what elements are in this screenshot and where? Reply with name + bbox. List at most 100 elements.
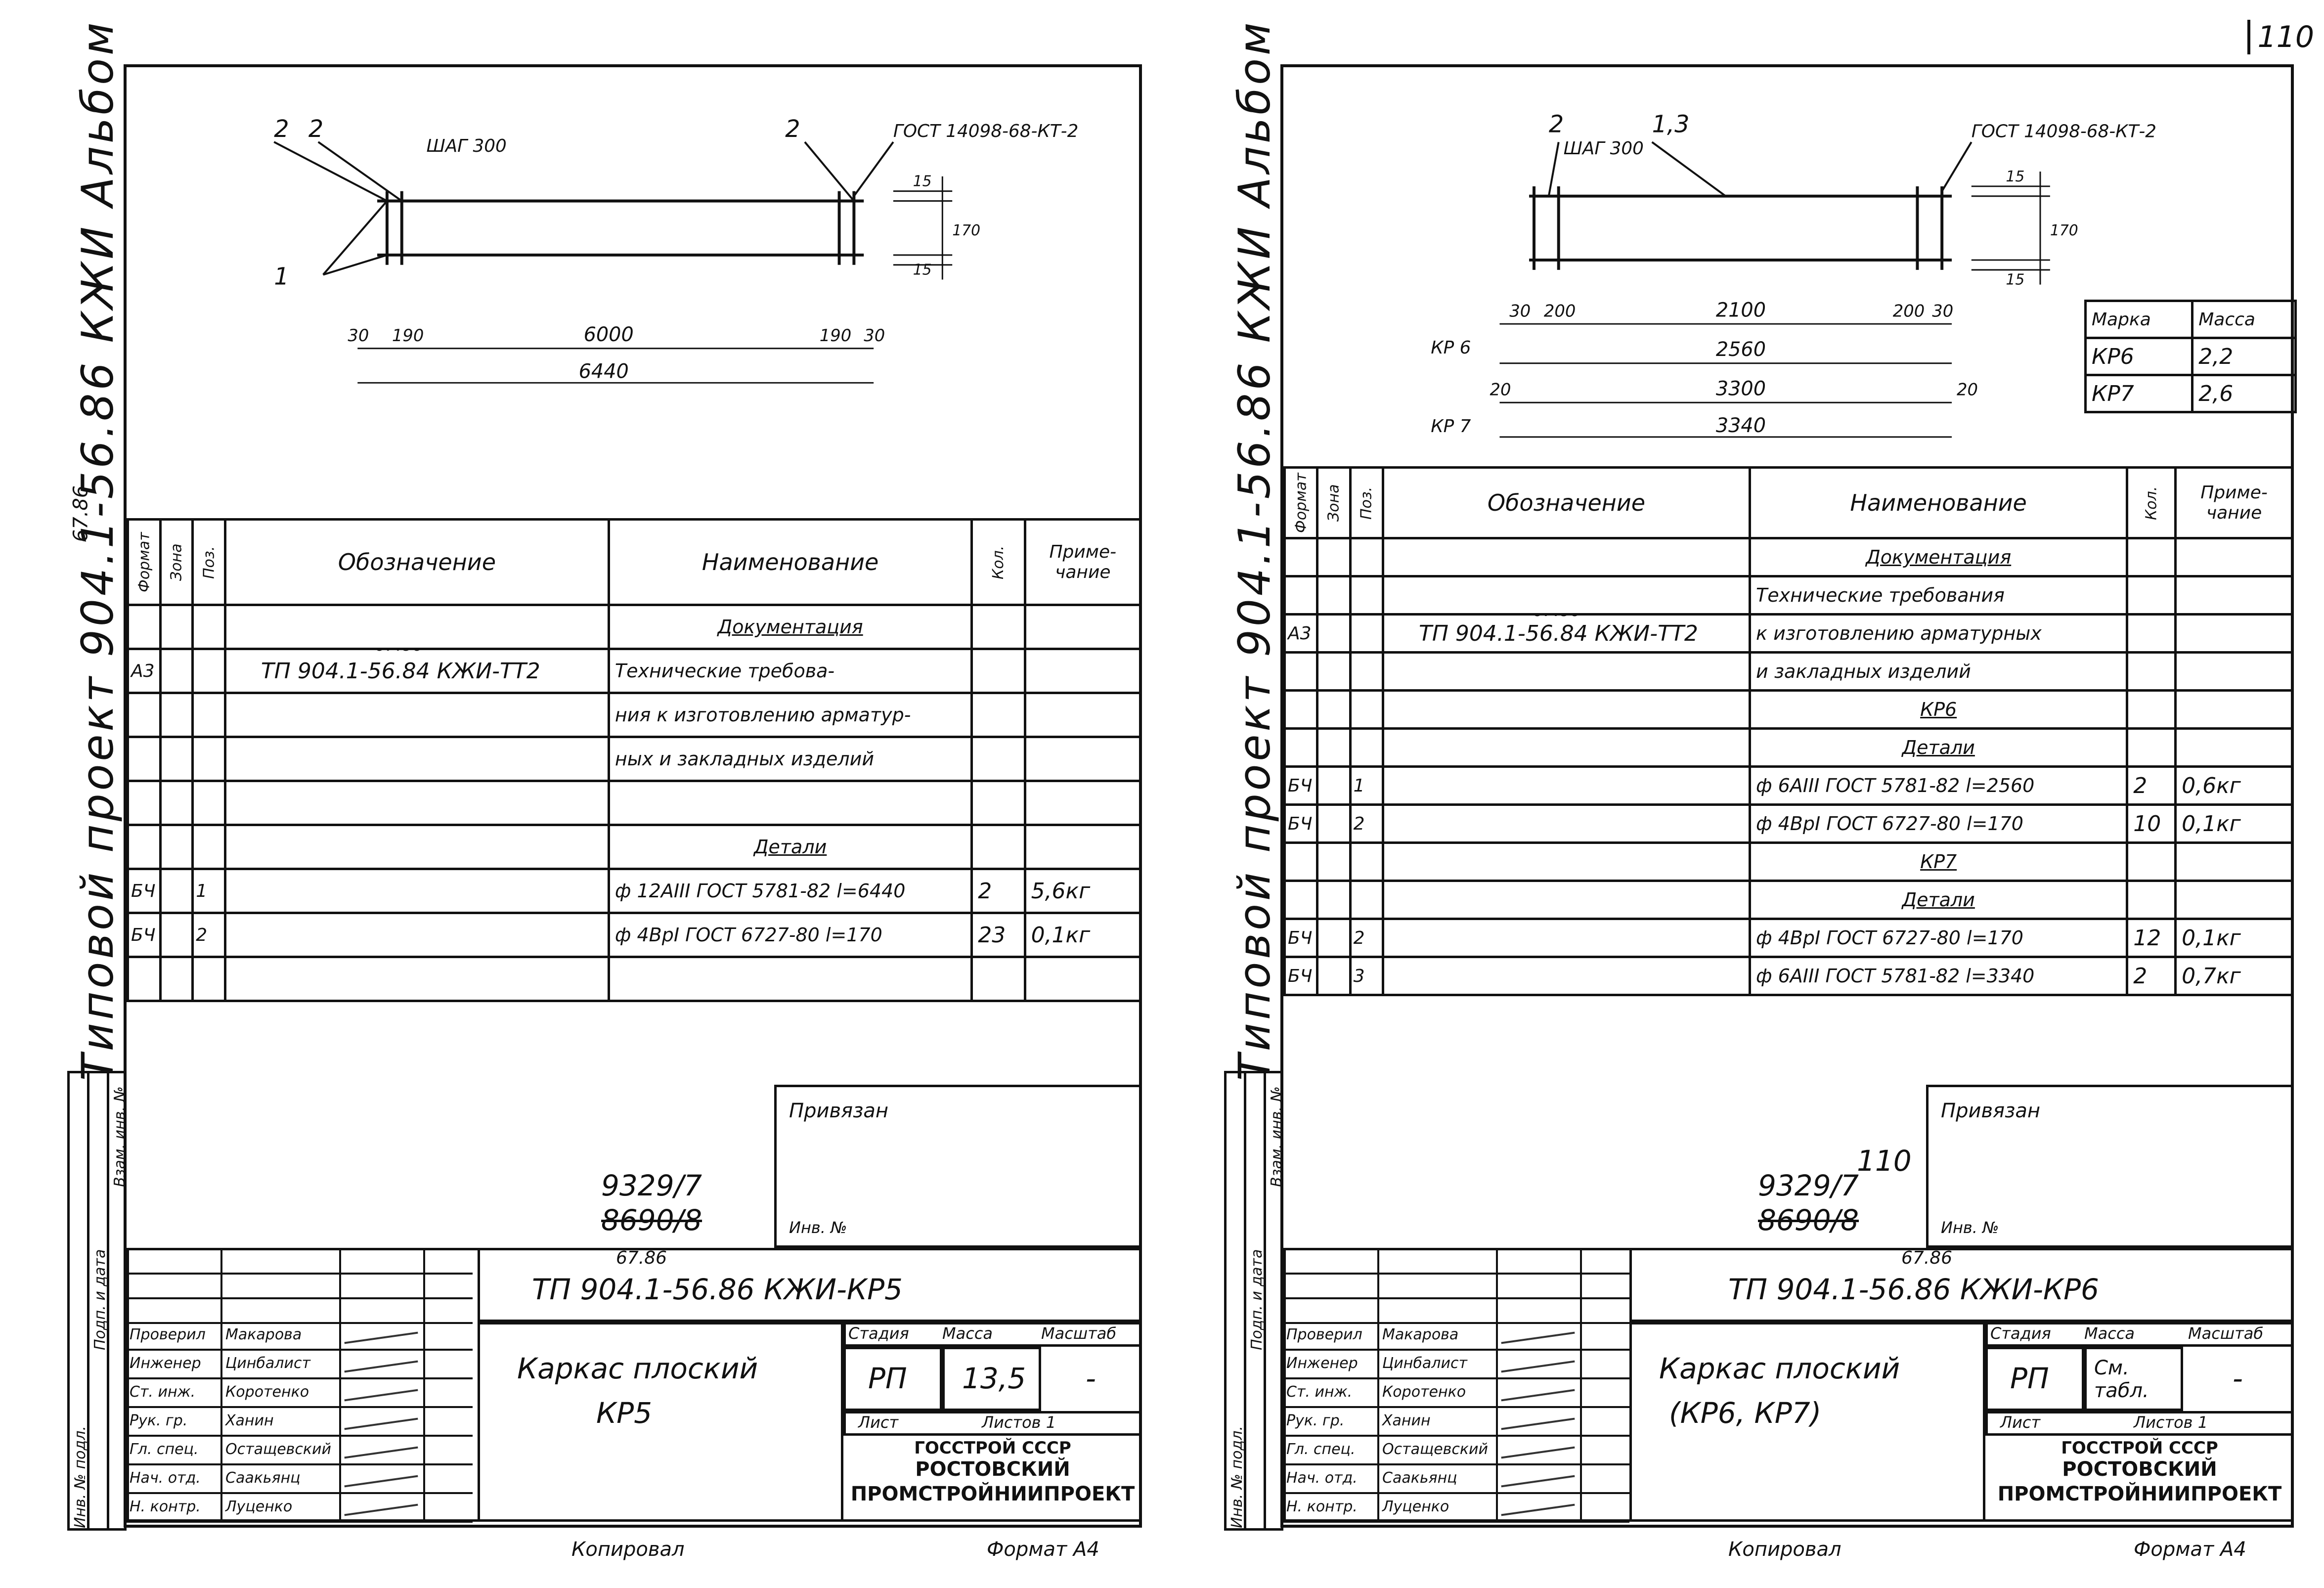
cell-format [1283,689,1319,730]
svg-text:20: 20 [1490,380,1511,399]
scale-value: - [1086,1362,1096,1395]
signature-row: Н. контр.Луценко [127,1494,473,1523]
signature-scribble [344,1503,418,1516]
table-row: и закладных изделий [1283,651,2294,692]
cell-pos [191,780,226,826]
pos-label: 1 [274,263,289,290]
svg-text:1,3: 1,3 [1652,111,1690,138]
binding-label: Привязан [789,1100,889,1122]
binding-label: Привязан [1941,1100,2041,1122]
cell-format: БЧ [1283,918,1319,958]
person-name: Саакьянц [225,1469,301,1487]
mass-table: Марка Масса КР6 2,2 КР7 2,6 [2084,300,2297,413]
person-name: Луценко [225,1498,293,1515]
signature-scribble [344,1475,418,1488]
cell-pos [191,692,226,738]
table-row: Документация [1283,537,2294,577]
cell-pos: 3 [1349,956,1384,996]
signature-scribble [1501,1331,1575,1344]
cell-qty [2126,727,2177,768]
grid-line [127,1322,473,1324]
grid-line [339,1248,341,1522]
drawing-sheet-left: Типовой проект 904.1-56.86 КЖИ Альбом 7 … [67,0,1142,1561]
designation-note: 67.86 [375,652,423,656]
signature-scribble [1501,1360,1575,1373]
sheet-title: Каркас плоский [1659,1352,1900,1385]
role-label: Рук. гр. [130,1412,188,1429]
cell-zone [159,648,194,694]
doc-code: ТП 904.1-56.86 КЖИ-КР6 [1728,1273,2099,1306]
cell-qty [2126,651,2177,692]
cell-name: КР7 [1749,841,2129,882]
cell-format [1283,575,1319,616]
sheet-title-sub: КР5 [596,1396,653,1430]
cell-format [127,604,162,650]
svg-text:15: 15 [2006,168,2024,185]
svg-text:2: 2 [1549,111,1564,138]
cell-zone [1316,689,1352,730]
cell-note [2174,613,2294,654]
cell-designation [223,868,610,914]
cell-zone [159,780,194,826]
cell-name: Детали [1749,880,2129,920]
svg-text:30: 30 [864,326,885,345]
specification-table: Формат Зона Поз. Обозначение Наименовани… [1283,466,2294,996]
grid-line [127,1297,473,1299]
cell-note [1023,824,1142,870]
cell-name: Технические требования [1749,575,2129,616]
cell-pos: 1 [1349,765,1384,806]
grid-line [1283,1322,1629,1324]
cell-qty: 2 [2126,956,2177,996]
pos-label: 2 [785,116,800,143]
cell-qty [970,780,1026,826]
designation-note: 67.86 [1533,617,1580,621]
cell-note [1023,736,1142,782]
cell-pos [1349,841,1384,882]
person-name: Остащевский [225,1441,331,1458]
cell-name [607,780,973,826]
cell-format: А3 [127,648,162,694]
role-label: Проверил [130,1326,206,1343]
copied-label: Копировал [571,1538,685,1561]
cell-format [127,692,162,738]
cell-designation [1381,689,1752,730]
cell-pos [191,648,226,694]
signature-row: Нач. отд.Саакьянц [1283,1465,1629,1494]
cell-name: ф 4ВрI ГОСТ 6727-80 l=170 [1749,803,2129,844]
cell-pos [1349,880,1384,920]
signature-row: Ст. инж.Коротенко [1283,1379,1629,1408]
signature-scribble [344,1331,418,1344]
cell-designation [1381,537,1752,577]
role-label: Ст. инж. [1286,1383,1353,1401]
cell-qty: 23 [970,912,1026,958]
cell-pos: 1 [191,868,226,914]
svg-text:190: 190 [392,326,424,345]
cell-designation [223,912,610,958]
table-row [127,780,1142,826]
cell-format: БЧ [127,868,162,914]
cell-qty [970,824,1026,870]
cell-qty [2126,841,2177,882]
cell-name: ф 4ВрI ГОСТ 6727-80 l=170 [607,912,973,958]
role-label: Н. контр. [1286,1498,1358,1515]
frame-drawing: 2 2 2 1 ШАГ 300 ГОСТ 14098-68-КТ-2 15 17… [273,116,1078,384]
svg-text:КР 7: КР 7 [1431,416,1471,437]
cell-format [1283,651,1319,692]
title-block: Привязан Инв. № 9329/7 8690/8 67.86 ТП 9… [127,1085,1142,1525]
table-row: Технические требования [1283,575,2294,616]
table-row: Детали [1283,727,2294,768]
svg-text:30: 30 [1932,301,1953,320]
cell-zone [1316,651,1352,692]
side-title: Типовой проект 904.1-56.86 КЖИ Альбом 7 [1229,0,1280,1081]
cell-zone [159,824,194,870]
cell-note [1023,692,1142,738]
svg-text:30: 30 [1509,301,1531,320]
cell-note [2174,841,2294,882]
title-block: Привязан Инв. № 9329/7 110 8690/8 67.86 … [1283,1085,2294,1525]
cell-qty: 12 [2126,918,2177,958]
